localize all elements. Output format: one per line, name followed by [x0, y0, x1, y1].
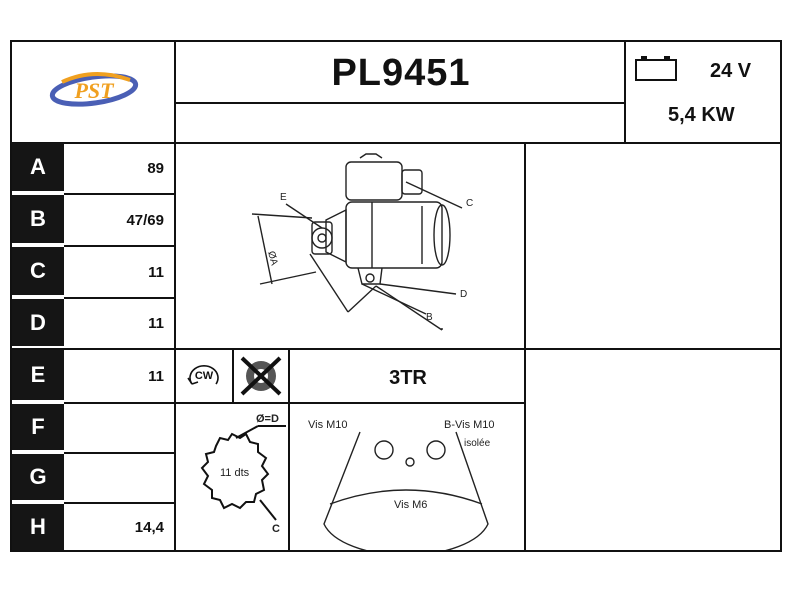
row-letter-h: H [12, 504, 64, 550]
row-letter-e: E [12, 350, 64, 402]
row-letter-b: B [12, 195, 64, 245]
battery-icon [635, 56, 677, 81]
voltage-value: 24 V [710, 60, 752, 82]
terminal-right-label: B-Vis M10 [444, 419, 495, 431]
pinion-gear-diagram: Ø=D 11 dts C [200, 413, 286, 535]
row-value-f [64, 404, 174, 452]
starter-motor-diagram: E C D B ØA [251, 153, 473, 331]
terminal-right-sublabel: isolée [464, 438, 491, 449]
row-letter-d: D [12, 299, 64, 348]
logo-cell: PST [12, 42, 174, 142]
pinion-c-label: C [272, 523, 280, 535]
no-rotation-icon [240, 356, 282, 396]
row-value-g [64, 454, 174, 502]
mount-code: 3TR [389, 366, 427, 389]
pst-logo: PST [49, 71, 139, 107]
row-value-b: 47/69 [126, 211, 164, 229]
row-value-d: 11 [148, 315, 164, 332]
row-letter-c: C [12, 247, 64, 297]
row-value-h: 14,4 [134, 518, 164, 536]
label-diam-a: ØA [265, 250, 279, 267]
label-e: E [280, 192, 287, 203]
terminal-left-label: Vis M10 [308, 419, 348, 431]
row-letter-g: G [12, 454, 64, 502]
terminal-diagram: Vis M10 B-Vis M10 isolée Vis M6 [308, 419, 495, 550]
cw-rotation-icon: CW [187, 365, 219, 385]
row-value-e: 11 [148, 367, 164, 385]
logo-text: PST [73, 78, 115, 103]
row-value-a: 89 [147, 159, 164, 177]
label-d: D [460, 289, 467, 300]
row-letter-a: A [12, 143, 64, 193]
power-value: 5,4 KW [668, 104, 735, 126]
label-b: B [426, 312, 433, 323]
cw-label: CW [195, 370, 214, 382]
row-value-c: 11 [148, 263, 164, 281]
row-letter-f: F [12, 404, 64, 452]
pinion-teeth-label: 11 dts [220, 467, 250, 479]
part-number: PL9451 [331, 51, 471, 94]
label-c: C [466, 198, 473, 209]
pinion-diameter-label: Ø=D [256, 413, 279, 425]
terminal-bottom-label: Vis M6 [394, 499, 427, 511]
spec-sheet: PST PL9451 24 V 5,4 KW A 89 B 47/69 C 11… [10, 40, 782, 552]
